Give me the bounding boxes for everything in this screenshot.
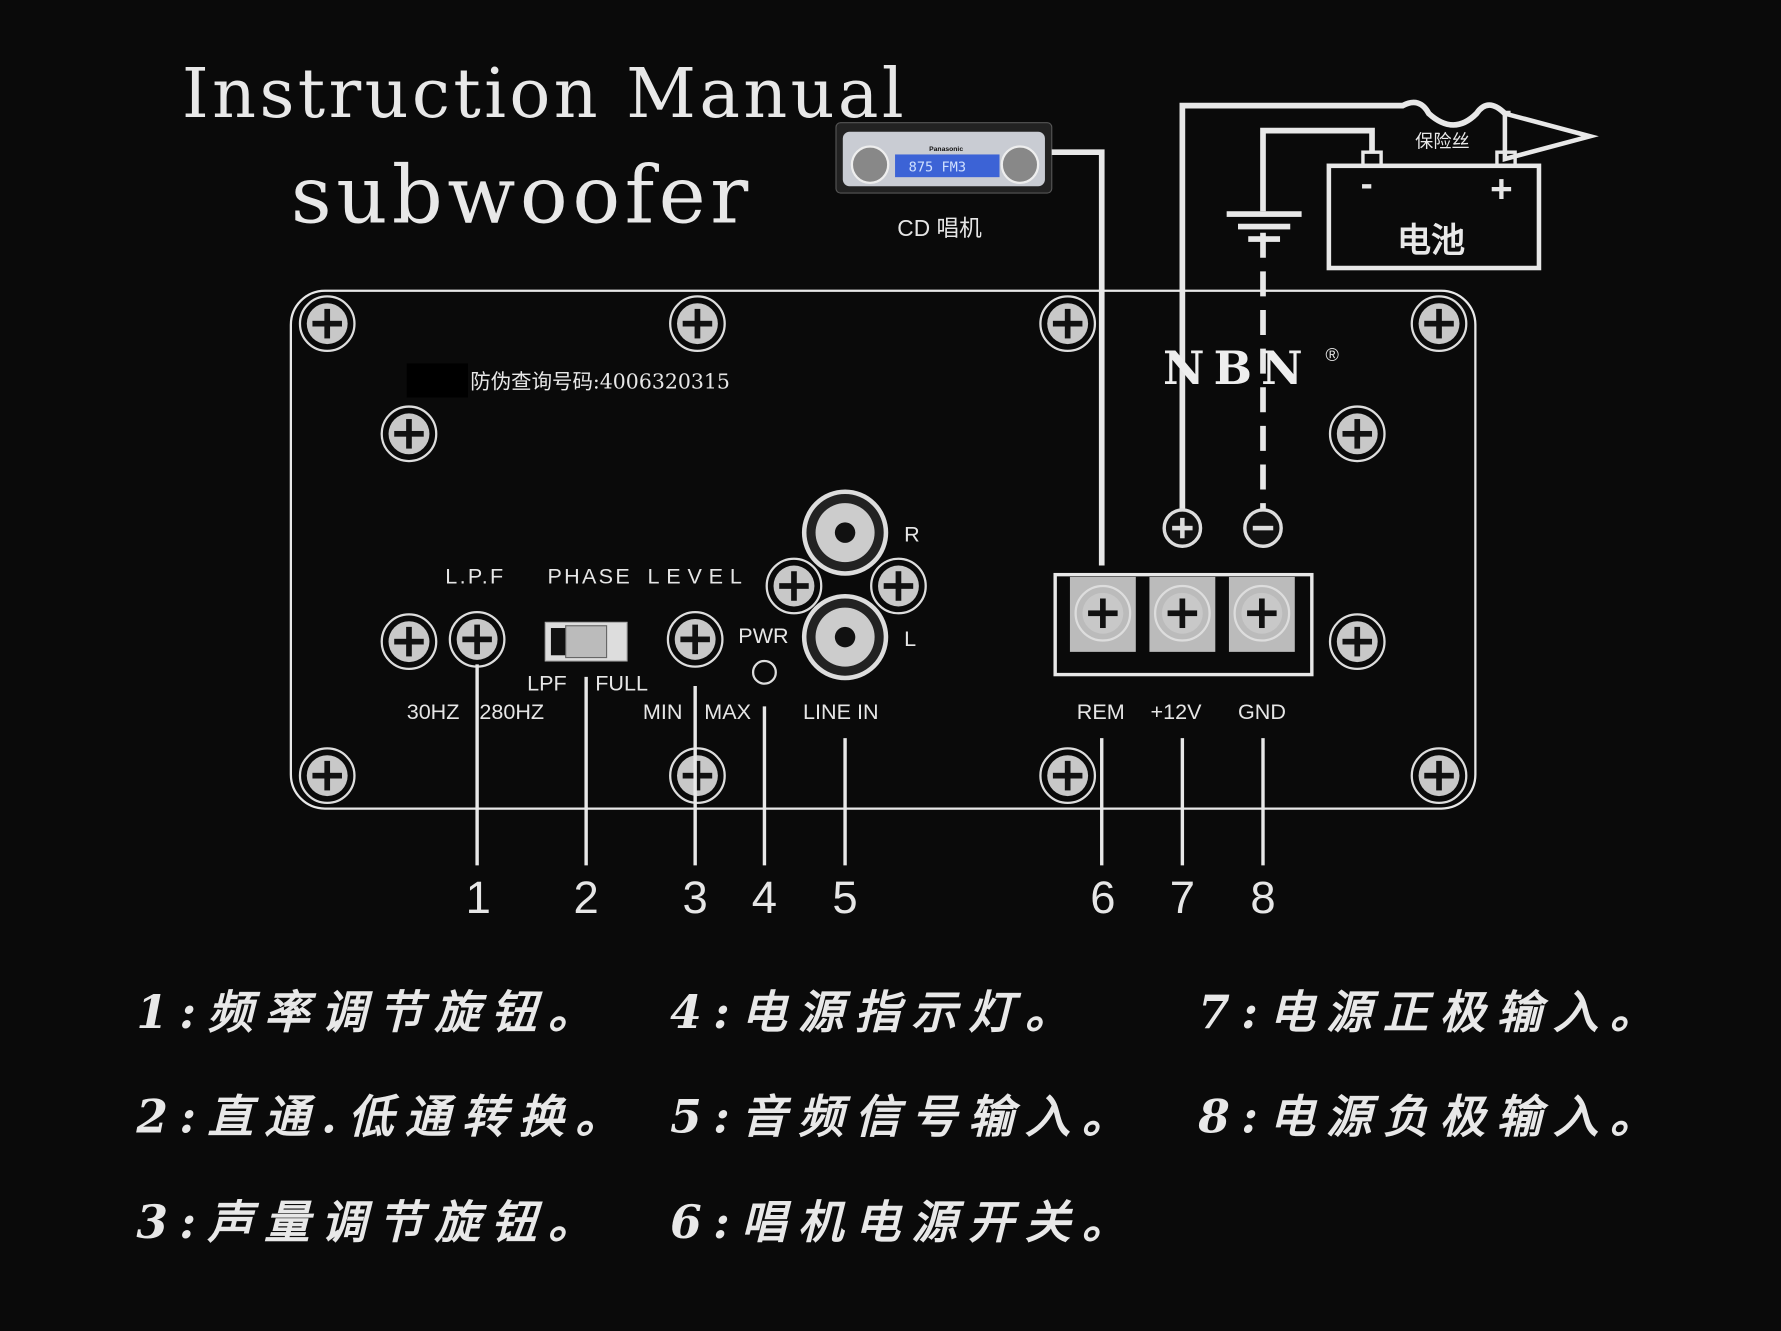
level-knob[interactable] (666, 610, 724, 668)
callout-8: 8 (1250, 872, 1275, 923)
min-label: MIN (643, 699, 683, 724)
switch-full-label: FULL (595, 670, 648, 695)
description-4: 4:电源指示灯。 (670, 985, 1082, 1039)
cd-player-label: CD 唱机 (897, 215, 982, 241)
head-unit-display: 875 FM3 (909, 159, 966, 175)
description-8: 8:电源负极输入。 (1197, 1089, 1666, 1143)
r-label: R (904, 522, 922, 547)
lpf-label: L.P.F (445, 564, 505, 589)
cd-head-unit: 875 FM3 Panasonic (835, 122, 1053, 194)
phase-switch[interactable] (544, 621, 628, 662)
power-led (751, 659, 777, 685)
head-unit-brand: Panasonic (929, 146, 963, 153)
callout-2: 2 (574, 872, 599, 923)
description-3: 3:声量调节旋钮。 (136, 1195, 604, 1249)
callout-7: 7 (1170, 872, 1195, 923)
switch-lpf-label: LPF (527, 670, 567, 695)
battery (1326, 163, 1542, 271)
description-7: 7:电源正极输入。 (1198, 985, 1666, 1039)
negative-terminal-icon (1243, 508, 1283, 548)
rem-label: REM (1077, 699, 1125, 724)
nbn-logo: NBN (1163, 341, 1312, 395)
description-2: 2:直通.低通转换。 (135, 1089, 632, 1143)
line-in-label: LINE IN (803, 699, 879, 724)
max-label: MAX (704, 699, 751, 724)
description-5: 5:音频信号输入。 (670, 1089, 1138, 1143)
fuse-label: 保险丝 (1415, 132, 1469, 153)
12v-label: +12V (1151, 699, 1203, 724)
callout-3: 3 (683, 872, 708, 923)
callout-4: 4 (752, 872, 777, 923)
battery-plus: + (1490, 168, 1513, 211)
rca-input-r[interactable] (801, 489, 889, 576)
gnd-label: GND (1238, 699, 1286, 724)
level-label: LEVEL (647, 564, 748, 589)
description-1: 1:频率调节旋钮。 (136, 985, 604, 1039)
power-terminal-block[interactable] (1053, 572, 1314, 677)
phase-label: PHASE (548, 564, 632, 589)
amplifier-panel (289, 289, 1477, 810)
hz-high-label: 280HZ (479, 699, 544, 724)
pwr-label: PWR (738, 623, 788, 648)
battery-label: 电池 (1397, 221, 1465, 261)
l-label: L (904, 626, 918, 651)
title-line1: Instruction Manual (182, 55, 907, 134)
battery-minus: - (1361, 162, 1373, 203)
registered-mark: ® (1325, 345, 1339, 365)
lpf-knob[interactable] (448, 610, 506, 668)
description-6: 6:唱机电源开关。 (670, 1195, 1138, 1249)
callout-5: 5 (832, 872, 857, 923)
positive-terminal-icon (1162, 508, 1203, 548)
anti-counterfeit-code: 防伪查询号码:4006320315 (470, 369, 730, 393)
title-line2: subwoofer (291, 149, 753, 242)
callout-1: 1 (466, 872, 491, 923)
rca-input-l[interactable] (801, 593, 889, 681)
callout-6: 6 (1090, 872, 1115, 923)
hz-low-label: 30HZ (407, 699, 460, 724)
